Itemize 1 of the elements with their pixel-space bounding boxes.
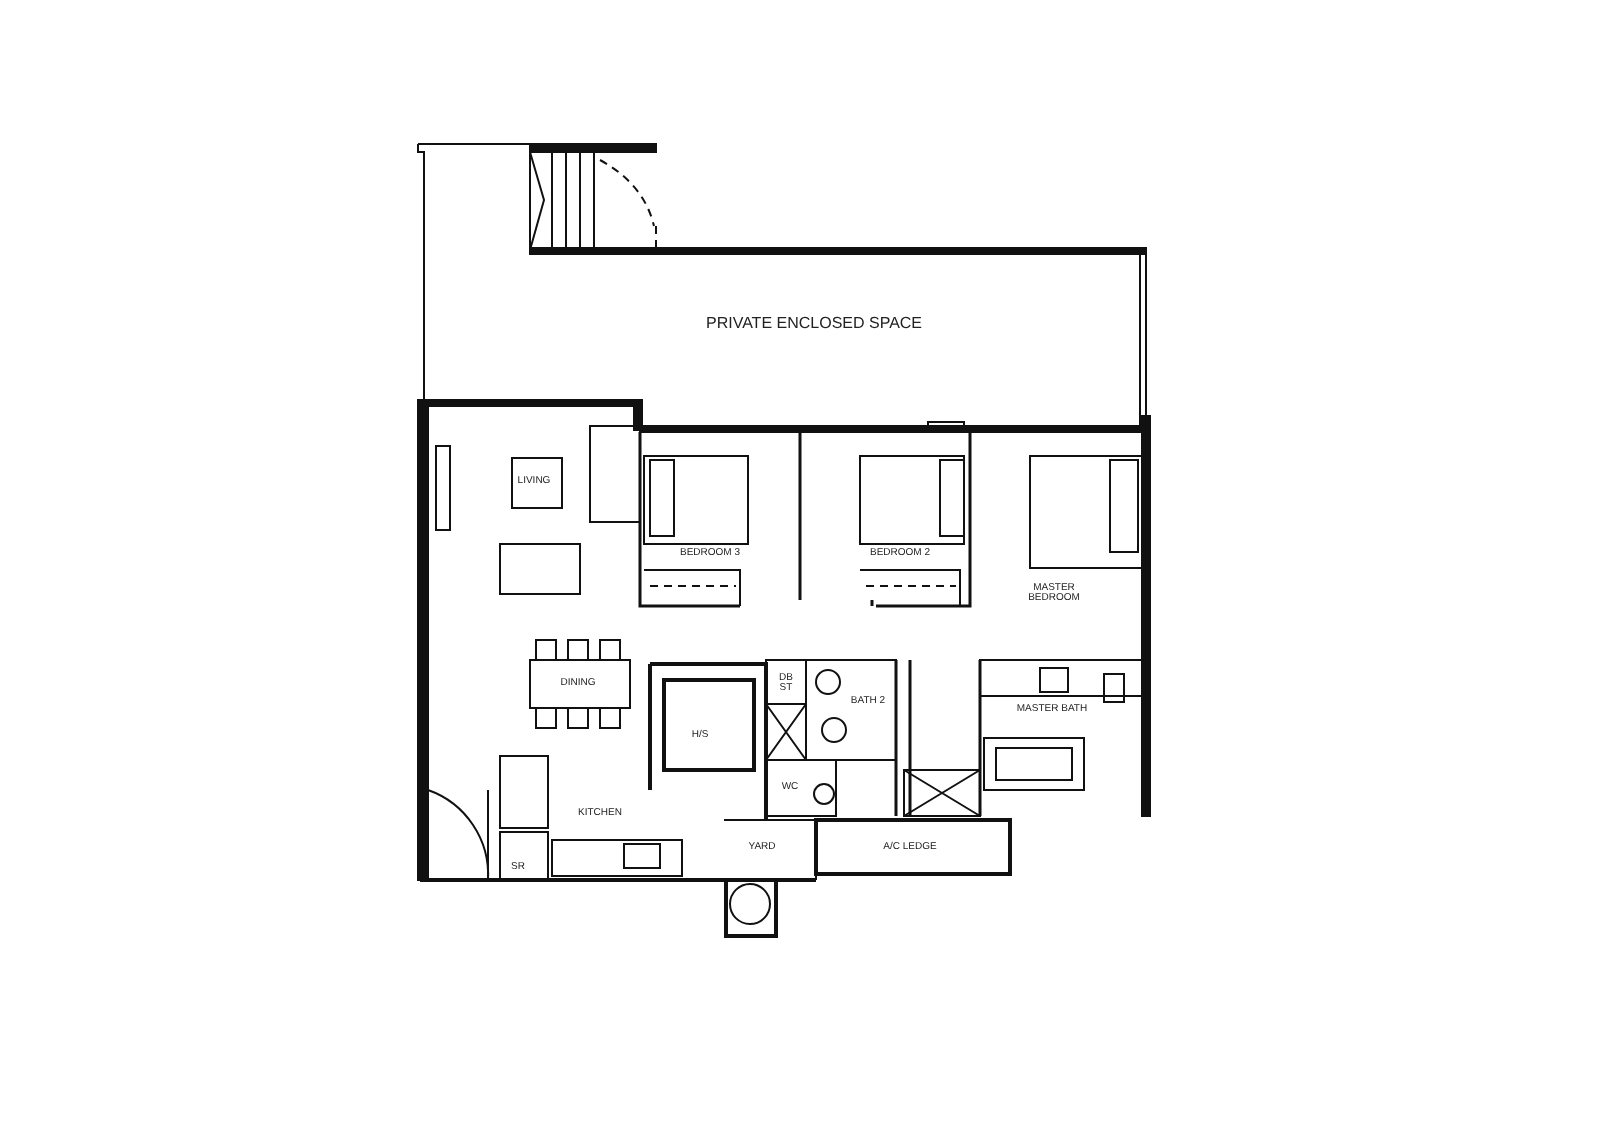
room-label: PRIVATE ENCLOSED SPACE [703,316,925,332]
